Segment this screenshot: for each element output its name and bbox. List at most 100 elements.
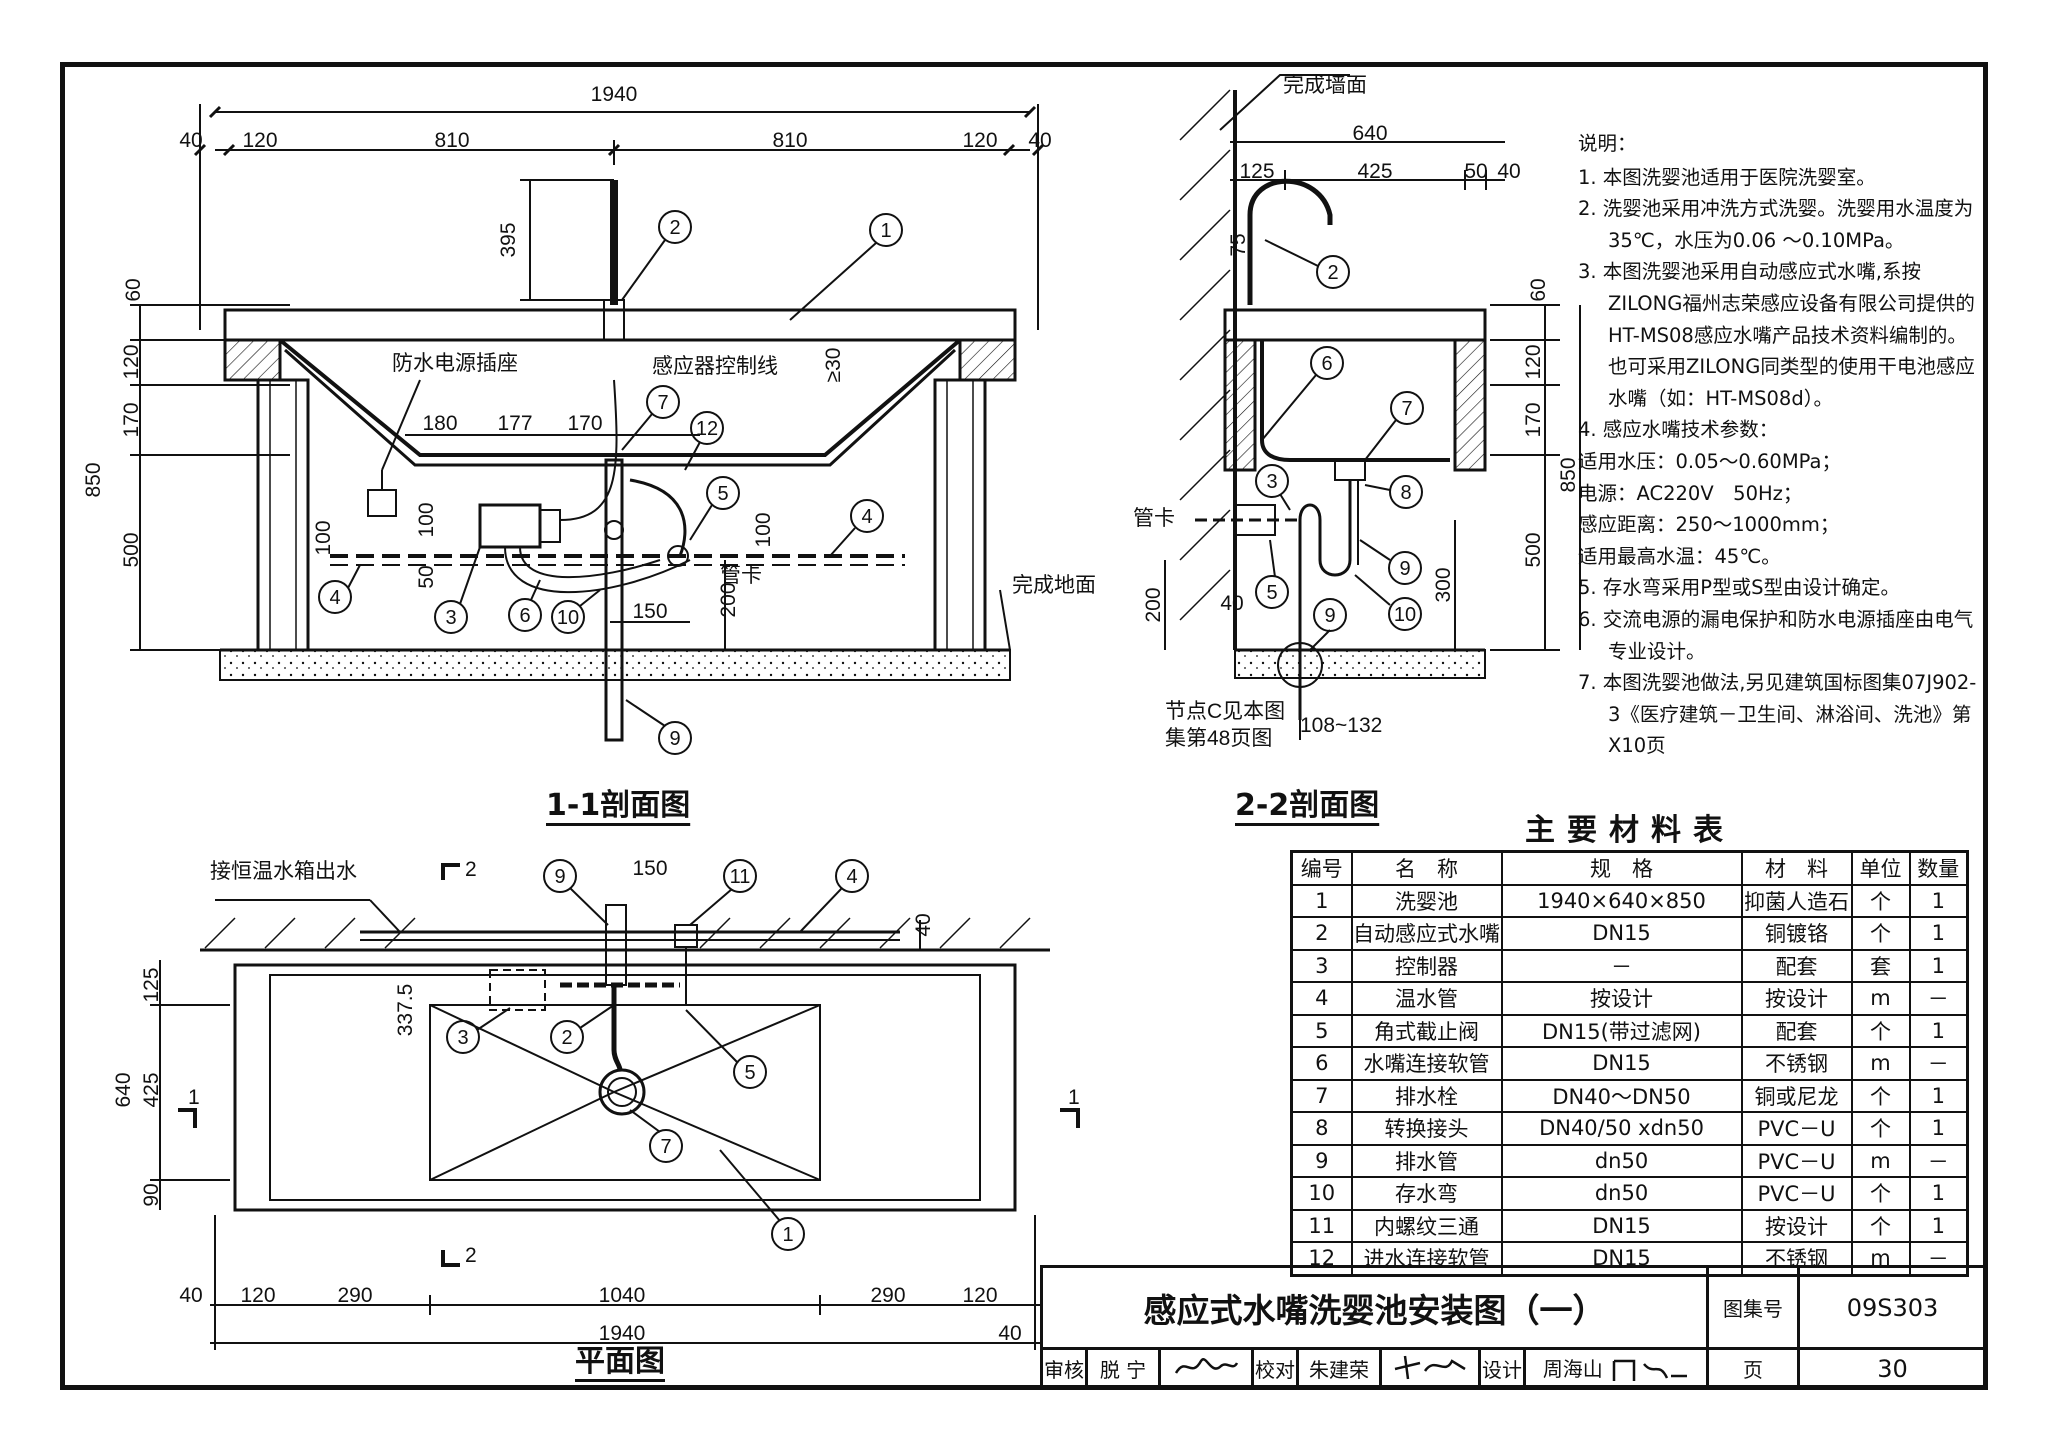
dim-425: 425 [1357, 160, 1392, 183]
dim-40-22: 40 [1497, 160, 1520, 183]
materials-cell: 转换接头 [1350, 1111, 1503, 1146]
dim-810-right: 810 [772, 129, 807, 152]
callout-22-9a: 9 [1399, 558, 1410, 580]
materials-header-row: 编号 名 称 规 格 材 料 单位 数量 [1290, 850, 1969, 886]
materials-cell: DN15 [1500, 916, 1743, 951]
reviewer-name: 脱 宁 [1085, 1347, 1161, 1390]
materials-cell: m [1850, 1143, 1911, 1178]
dim-ge30: ≥30 [822, 348, 845, 383]
section-mark-1-right: 1 [1068, 1086, 1080, 1109]
callout-4-right: 4 [861, 506, 872, 528]
materials-cell: 个 [1850, 1013, 1911, 1048]
review-label: 审核 [1040, 1347, 1088, 1390]
callout-12: 12 [696, 418, 718, 440]
materials-cell: 套 [1850, 948, 1911, 983]
designer-cell: 周海山 [1523, 1347, 1709, 1390]
materials-cell: 内螺纹三通 [1350, 1208, 1503, 1243]
callout-1: 1 [880, 220, 891, 242]
section-1-1 [130, 104, 1045, 755]
dim-180: 180 [422, 412, 457, 435]
note-item: 感应距离：250～1000mm； [1578, 513, 1840, 537]
materials-header: 数量 [1908, 850, 1969, 886]
materials-cell: 1940×640×850 [1500, 883, 1743, 918]
callout-22-10: 10 [1394, 604, 1416, 626]
label-floor: 完成地面 [1012, 574, 1096, 597]
materials-cell: 按设计 [1500, 981, 1743, 1016]
notes-heading: 说明： [1578, 132, 1637, 155]
callout-22-5: 5 [1266, 582, 1277, 604]
materials-cell: 2 [1290, 916, 1353, 951]
dim-640: 640 [1352, 122, 1387, 145]
materials-cell: 温水管 [1350, 981, 1503, 1016]
label-wire: 感应器控制线 [652, 355, 778, 378]
materials-cell: 水嘴连接软管 [1350, 1046, 1503, 1081]
dim-200-22: 200 [1142, 587, 1165, 622]
materials-cell: m [1850, 1046, 1911, 1081]
section-2-2-title: 2-2剖面图 [1235, 788, 1380, 823]
callout-22-2: 2 [1327, 262, 1338, 284]
materials-cell: 6 [1290, 1046, 1353, 1081]
plan-dim-1040: 1040 [599, 1284, 646, 1307]
materials-cell: － [1908, 1046, 1969, 1081]
plan-callout-1: 1 [782, 1224, 793, 1246]
dim-40-left: 40 [179, 129, 202, 152]
materials-title: 主要材料表 [1525, 813, 1735, 848]
plan-dim-290-right: 290 [870, 1284, 905, 1307]
callout-6: 6 [519, 605, 530, 627]
materials-cell: 不锈钢 [1740, 1046, 1853, 1081]
materials-cell: 排水管 [1350, 1143, 1503, 1178]
materials-cell: 铜或尼龙 [1740, 1078, 1853, 1113]
label-supply: 接恒温水箱出水 [210, 860, 357, 883]
label-clip: 管卡 [720, 564, 762, 587]
dim-108-132: 108~132 [1300, 714, 1382, 737]
materials-cell: 个 [1850, 1208, 1911, 1243]
materials-cell: 1 [1908, 916, 1969, 951]
materials-header: 材 料 [1740, 850, 1853, 886]
drawing-title: 感应式水嘴洗婴池安装图（一） [1040, 1265, 1709, 1350]
materials-header: 名 称 [1350, 850, 1503, 886]
plan-callout-3: 3 [457, 1027, 468, 1049]
section-2-2 [1164, 74, 1581, 740]
materials-cell: 控制器 [1350, 948, 1503, 983]
materials-cell: 洗婴池 [1350, 883, 1503, 918]
atlas-number: 09S303 [1797, 1265, 1988, 1350]
materials-cell: dn50 [1500, 1143, 1743, 1178]
materials-cell: 角式截止阀 [1350, 1013, 1503, 1048]
dim-75: 75 [1227, 233, 1250, 256]
callout-2: 2 [669, 217, 680, 239]
materials-cell: dn50 [1500, 1176, 1743, 1211]
materials-cell: 3 [1290, 948, 1353, 983]
materials-cell: 10 [1290, 1176, 1353, 1211]
label-node-line1: 节点C见本图 [1165, 700, 1285, 723]
dim-100-a: 100 [415, 502, 438, 537]
dim-100-c: 100 [752, 512, 775, 547]
callout-22-6: 6 [1321, 353, 1332, 375]
dim-200: 200 [717, 582, 740, 617]
dim-170: 170 [567, 412, 602, 435]
callout-9: 9 [669, 728, 680, 750]
materials-cell: 4 [1290, 981, 1353, 1016]
materials-cell: 1 [1908, 1176, 1969, 1211]
materials-cell: － [1908, 981, 1969, 1016]
dim-850-vert: 850 [82, 462, 105, 497]
materials-cell: 1 [1290, 883, 1353, 918]
materials-cell: 铜镀铬 [1740, 916, 1853, 951]
dim-170-vert: 170 [120, 402, 143, 437]
section-2-2-text: 完成墙面 640 125 425 50 40 60 120 170 850 50… [1133, 74, 1580, 750]
dim-50-22: 50 [1464, 160, 1487, 183]
materials-header: 编号 [1290, 850, 1353, 886]
note-item: 适用水压：0.05～0.60MPa； [1578, 449, 1841, 473]
dim-120-left: 120 [242, 129, 277, 152]
materials-cell: 按设计 [1740, 1208, 1853, 1243]
plan-callout-11: 11 [730, 866, 751, 888]
materials-cell: PVC－U [1740, 1143, 1853, 1178]
dim-100-b: 100 [312, 520, 335, 555]
drawing-frame [60, 62, 1988, 1390]
materials-cell: 1 [1908, 1111, 1969, 1146]
note-item: 1. 本图洗婴池适用于医院洗婴室。 [1578, 165, 1876, 189]
